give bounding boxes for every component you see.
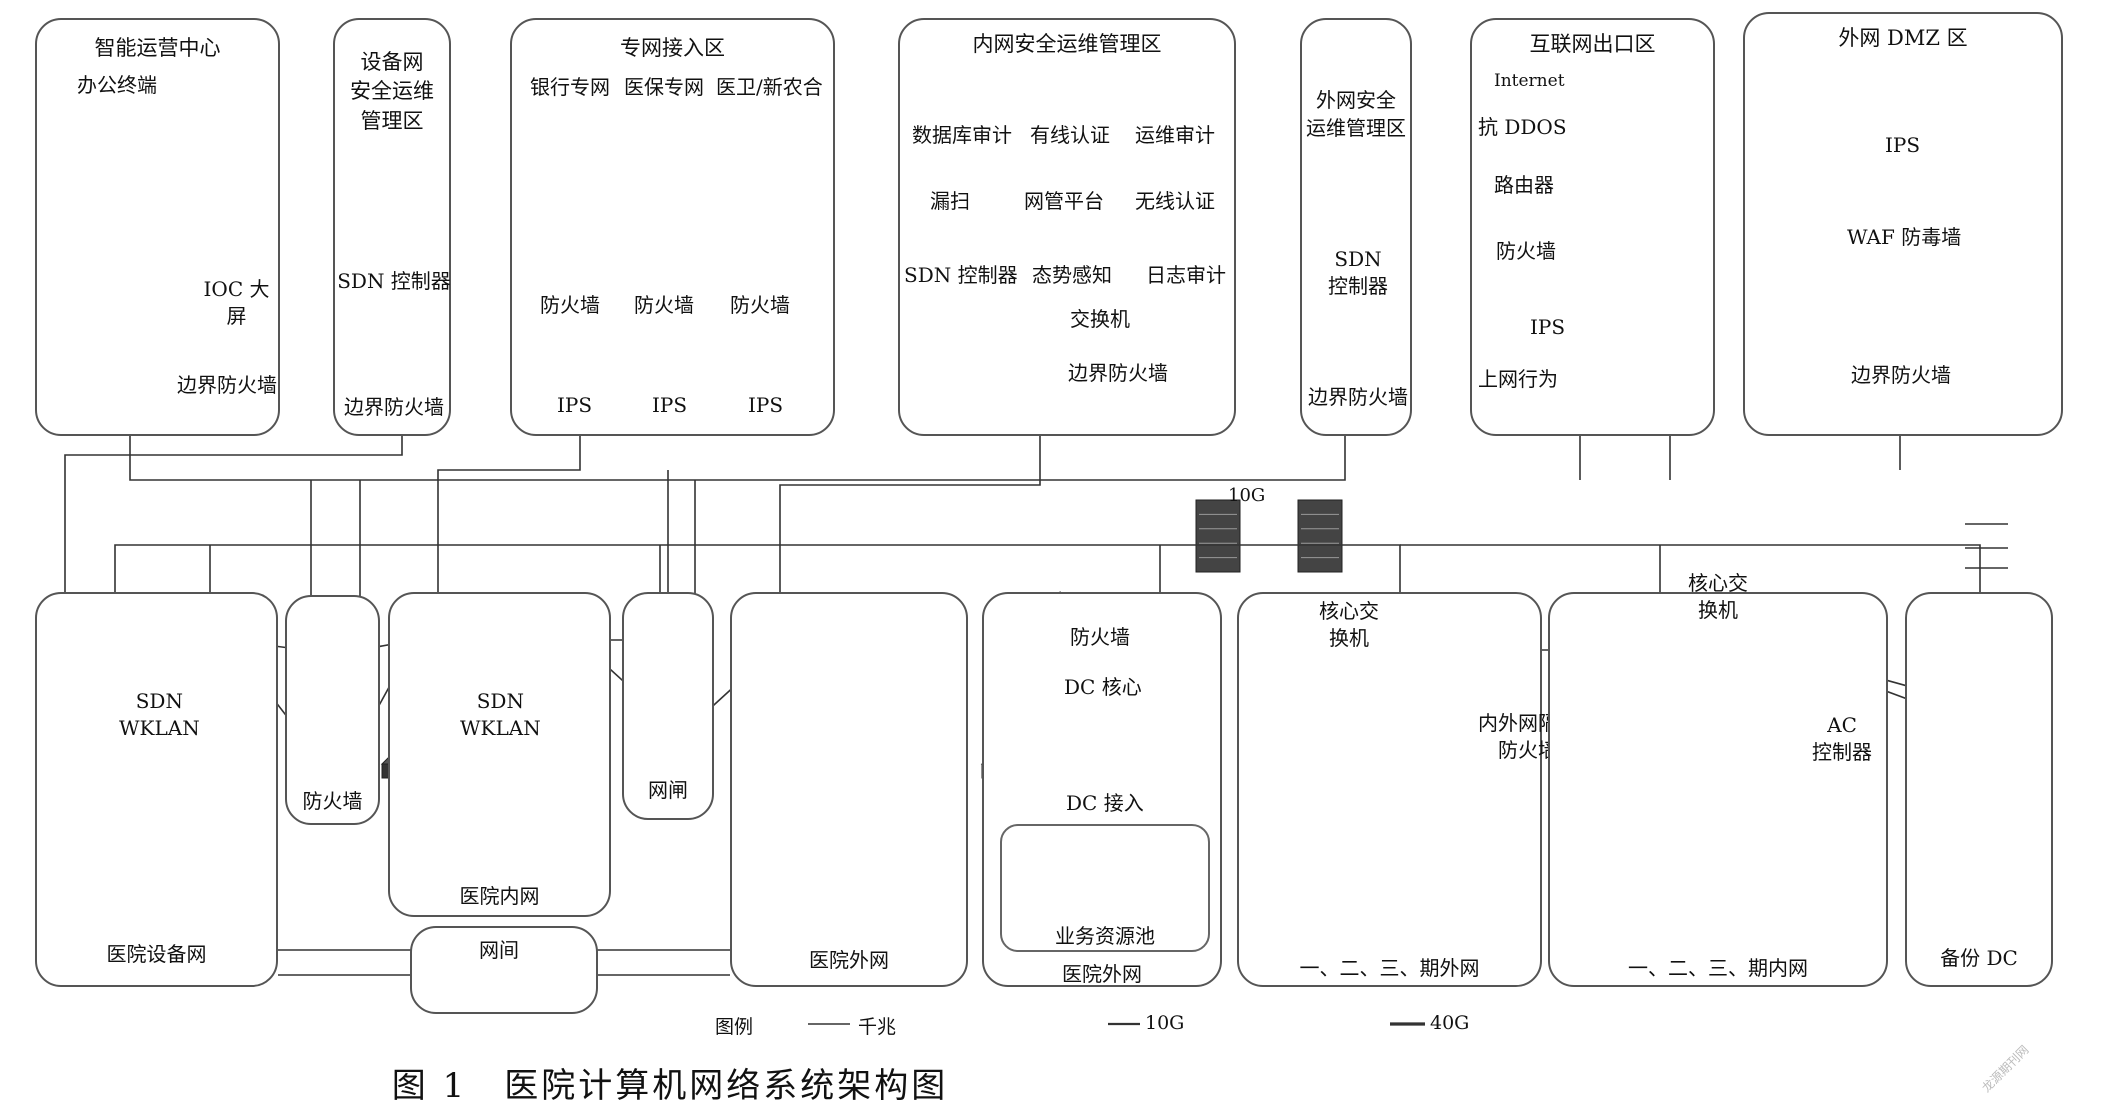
label-firewall-1: 防火墙 xyxy=(540,293,600,317)
zone-ops-center: 智能运营中心 办公终端 IOC 大屏 边界防火墙 xyxy=(35,18,280,436)
zone-title-backup-dc: 备份 DC xyxy=(1940,946,2018,970)
link-line xyxy=(64,425,403,630)
figure-caption: 图 1 医院计算机网络系统架构图 xyxy=(391,1066,949,1106)
label-ioc-screen: IOC 大屏 xyxy=(203,277,270,328)
zone-phase-intranet: 核心交 换机 AC 控制器 一、二、三、期内网 xyxy=(1548,571,1888,987)
label-db-audit: 数据库审计 xyxy=(912,123,1012,147)
label-medical-insurance-network: 医保专网 xyxy=(624,75,704,99)
label-ips-3: IPS xyxy=(748,393,784,417)
resource-pool: 业务资源池 xyxy=(1000,824,1210,952)
label-sdn-controller: SDN 控制器 xyxy=(904,263,1018,287)
label-resource-pool: 业务资源池 xyxy=(1055,924,1155,948)
legend-gigabit: 千兆 xyxy=(858,1016,897,1038)
label-office-terminal: 办公终端 xyxy=(77,73,157,97)
label-dc-access: DC 接入 xyxy=(1066,791,1144,815)
zone-device-network: SDN WKLAN 医院设备网 xyxy=(35,592,278,987)
label-ips-1: IPS xyxy=(557,393,593,417)
label-ips: IPS xyxy=(1530,315,1566,339)
zone-internet-exit: 互联网出口区 Internet 抗 DDOS 路由器 防火墙 IPS 上网行为 xyxy=(1470,18,1715,436)
label-border-firewall: 边界防火墙 xyxy=(1308,385,1408,409)
zone-private-access: 专网接入区 银行专网 医保专网 医卫/新农合 防火墙 防火墙 防火墙 IPS I… xyxy=(510,18,835,436)
zone-title-device-network: 医院设备网 xyxy=(106,942,207,966)
zone-phase-extranet: 核心交 换机 一、二、三、期外网 xyxy=(1237,592,1542,987)
zone-firewall-mid: 防火墙 xyxy=(285,595,380,825)
legend-title: 图例 xyxy=(715,1016,754,1038)
label-ips: IPS xyxy=(1885,133,1921,157)
label-sdn-controller: SDN 控制器 xyxy=(1328,247,1388,298)
label-log-audit: 日志审计 xyxy=(1146,263,1226,287)
label-situation-awareness: 态势感知 xyxy=(1032,263,1112,287)
label-router: 路由器 xyxy=(1494,173,1554,197)
label-firewall-2: 防火墙 xyxy=(634,293,694,317)
link-line xyxy=(129,398,1346,481)
legend-10g: 10G xyxy=(1145,1012,1185,1034)
zone-title-private-access: 专网接入区 xyxy=(620,36,725,60)
label-sdn-wklan: SDN WKLAN xyxy=(119,689,200,740)
label-vuln-scan: 漏扫 xyxy=(930,189,970,213)
label-switch: 交换机 xyxy=(1070,307,1130,331)
label-dc-firewall: 防火墙 xyxy=(1070,625,1130,649)
zone-extranet: 医院外网 xyxy=(730,592,968,987)
zone-title-dmz: 外网 DMZ 区 xyxy=(1838,26,1968,50)
label-dc-core: DC 核心 xyxy=(1064,675,1142,699)
zone-title-gap-bottom: 网间 xyxy=(479,938,519,962)
label-wired-auth: 有线认证 xyxy=(1030,123,1110,147)
label-firewall: 防火墙 xyxy=(1496,239,1556,263)
zone-title-ops-center: 智能运营中心 xyxy=(94,36,221,60)
zone-title-firewall-mid: 防火墙 xyxy=(302,789,363,813)
label-sdn-controller: SDN 控制器 xyxy=(337,269,451,293)
zone-title-device-security: 设备网 安全运维 管理区 xyxy=(350,50,434,133)
zone-intranet-security: 内网安全运维管理区 数据库审计 有线认证 运维审计 漏扫 网管平台 无线认证 S… xyxy=(898,18,1236,436)
legend-40g: 40G xyxy=(1430,1012,1470,1034)
server-icon xyxy=(1297,499,1343,573)
label-wireless-auth: 无线认证 xyxy=(1135,189,1215,213)
zone-device-security: 设备网 安全运维 管理区 SDN 控制器 边界防火墙 xyxy=(333,18,451,436)
link-line xyxy=(779,412,1041,630)
zone-gap-mid: 网闸 xyxy=(622,592,714,820)
zone-title-phase-intranet: 一、二、三、期内网 xyxy=(1628,956,1808,980)
zone-title-intranet: 医院内网 xyxy=(459,884,540,908)
zone-dmz: 外网 DMZ 区 IPS WAF 防毒墙 边界防火墙 xyxy=(1743,12,2063,436)
zone-intranet: SDN WKLAN 医院内网 xyxy=(388,592,611,917)
zone-title-phase-extranet: 一、二、三、期外网 xyxy=(1299,956,1480,980)
zone-title-extranet: 医院外网 xyxy=(809,948,889,972)
zone-backup-dc: 备份 DC xyxy=(1905,592,2053,987)
server-icon xyxy=(1195,499,1241,573)
label-core-switch: 核心交 换机 xyxy=(1319,599,1379,650)
label-border-firewall: 边界防火墙 xyxy=(1851,363,1951,387)
zone-dc: 防火墙 DC 核心 DC 接入 业务资源池 医院外网 xyxy=(982,592,1222,987)
zone-extranet-security: 外网安全 运维管理区 SDN 控制器 边界防火墙 xyxy=(1300,18,1412,436)
label-internet: Internet xyxy=(1494,71,1565,91)
label-border-firewall: 边界防火墙 xyxy=(344,395,444,419)
label-ips-2: IPS xyxy=(652,393,688,417)
label-internet-behavior: 上网行为 xyxy=(1478,367,1558,391)
label-firewall-3: 防火墙 xyxy=(730,293,790,317)
label-bank-network: 银行专网 xyxy=(530,75,610,99)
label-ac-controller: AC 控制器 xyxy=(1812,713,1872,764)
label-nms-platform: 网管平台 xyxy=(1024,189,1104,213)
label-border-firewall: 边界防火墙 xyxy=(177,373,277,397)
zone-title-dc: 医院外网 xyxy=(1062,962,1142,986)
zone-title-gap-mid: 网闸 xyxy=(648,778,688,802)
label-ops-audit: 运维审计 xyxy=(1135,123,1215,147)
label-sdn-wklan: SDN WKLAN xyxy=(460,689,541,740)
label-waf: WAF 防毒墙 xyxy=(1847,225,1962,249)
label-fc-10g: 10G xyxy=(1228,485,1266,506)
label-health-network: 医卫/新农合 xyxy=(716,75,823,99)
label-border-firewall: 边界防火墙 xyxy=(1068,361,1168,385)
zone-title-intranet-security: 内网安全运维管理区 xyxy=(972,32,1162,56)
zone-title-extranet-security: 外网安全 运维管理区 xyxy=(1306,88,1406,140)
zone-gap-bottom: 网间 xyxy=(410,926,598,1014)
label-anti-ddos: 抗 DDOS xyxy=(1478,115,1567,139)
zone-title-internet-exit: 互联网出口区 xyxy=(1529,32,1656,56)
label-core-switch: 核心交 换机 xyxy=(1688,571,1748,622)
